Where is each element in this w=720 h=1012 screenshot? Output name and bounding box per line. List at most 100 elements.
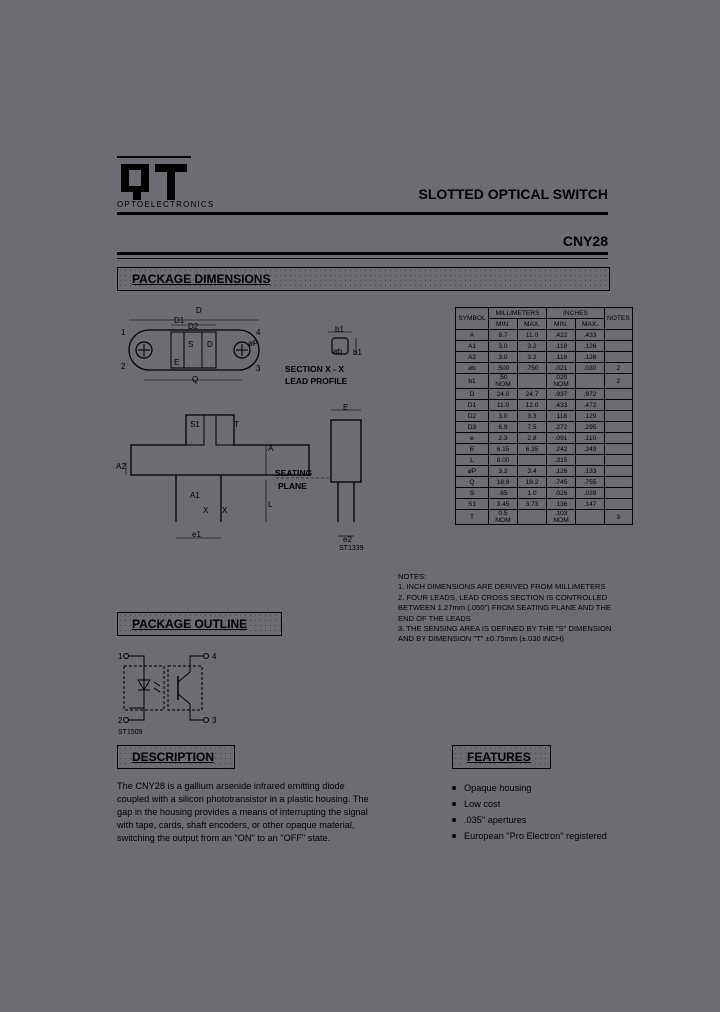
table-cell: .136 <box>546 498 576 510</box>
dim-L: L <box>268 500 273 509</box>
header-rule-thin <box>117 258 608 259</box>
table-cell: .026 <box>546 487 576 499</box>
table-cell: 2.3 <box>488 432 518 444</box>
table-cell <box>517 454 547 466</box>
table-cell: .118 <box>546 340 576 352</box>
dim-e1: e1 <box>192 530 201 539</box>
package-outline-heading: PACKAGE OUTLINE <box>117 612 282 636</box>
table-cell <box>604 351 633 363</box>
table-cell: L <box>455 454 489 466</box>
table-cell: .030 <box>575 362 605 374</box>
bullet-icon <box>452 834 456 838</box>
seating-plane-label-2: PLANE <box>278 481 307 491</box>
table-cell: D <box>455 388 489 400</box>
table-cell: b1 <box>455 373 489 389</box>
header-rule-top <box>117 212 608 215</box>
table-cell: 24.7 <box>517 388 547 400</box>
table-cell: 2 <box>604 362 633 374</box>
document-title: SLOTTED OPTICAL SWITCH <box>418 186 608 202</box>
table-cell: 3.4 <box>517 465 547 477</box>
dim-P: øP <box>248 339 259 348</box>
table-cell <box>604 388 633 400</box>
note-2: 2. FOUR LEADS, LEAD CROSS SECTION IS CON… <box>398 592 611 623</box>
table-cell: .020 NOM <box>546 373 576 389</box>
table-cell <box>575 509 605 525</box>
table-cell: 3.0 <box>488 340 518 352</box>
pin-3-label: 3 <box>256 364 261 373</box>
dim-A1: A1 <box>190 491 200 500</box>
table-cell: .242 <box>546 443 576 455</box>
schematic-pin-3: 3 <box>212 716 217 725</box>
table-cell: .745 <box>546 476 576 488</box>
dim-D-inner: D <box>207 340 213 349</box>
table-cell: S <box>455 487 489 499</box>
dim-E: E <box>174 358 180 367</box>
table-cell: .433 <box>575 329 605 341</box>
table-cell <box>604 329 633 341</box>
table-cell: .129 <box>575 410 605 422</box>
table-cell: .65 <box>488 487 518 499</box>
table-cell: 3.2 <box>488 465 518 477</box>
dim-X-right: X <box>222 506 228 515</box>
table-cell <box>604 465 633 477</box>
table-cell: 8.00 <box>488 454 518 466</box>
schematic-drawing <box>123 653 209 723</box>
table-cell <box>604 410 633 422</box>
table-cell: .295 <box>575 421 605 433</box>
dim-D2: D2 <box>188 322 199 331</box>
dim-S1: S1 <box>190 420 200 429</box>
dim-A: A <box>268 444 274 453</box>
table-cell: .039 <box>575 487 605 499</box>
table-cell: øP <box>455 465 489 477</box>
table-cell: D1 <box>455 399 489 411</box>
table-cell: e <box>455 432 489 444</box>
table-cell: .126 <box>575 351 605 363</box>
th-mm-max: MAX. <box>517 318 547 330</box>
table-cell: 3.2 <box>517 351 547 363</box>
header-rule-bottom <box>117 252 608 255</box>
table-cell: .021 <box>546 362 576 374</box>
dim-e2: e2 <box>343 535 352 544</box>
bullet-icon <box>452 802 456 806</box>
dim-Q: Q <box>192 375 199 384</box>
table-cell: 6.15 <box>488 443 518 455</box>
table-cell: øb <box>455 362 489 374</box>
table-cell: .422 <box>546 329 576 341</box>
table-cell: 11.0 <box>488 399 518 411</box>
table-cell: 3.0 <box>488 351 518 363</box>
table-cell: D2 <box>455 410 489 422</box>
dim-D: D <box>196 306 202 315</box>
table-cell: E <box>455 443 489 455</box>
th-in-min: MIN. <box>546 318 576 330</box>
top-view-drawing <box>128 319 260 381</box>
table-cell: 3.2 <box>517 340 547 352</box>
dim-S: S <box>188 340 194 349</box>
table-cell: A <box>455 329 489 341</box>
table-cell <box>575 454 605 466</box>
package-dimensions-heading: PACKAGE DIMENSIONS <box>117 267 610 291</box>
section-label: SECTION X - X <box>285 364 345 374</box>
description-title: DESCRIPTION <box>132 750 215 764</box>
th-symbol: SYMBOL <box>455 307 489 330</box>
table-cell: .110 <box>575 432 605 444</box>
table-cell: A1 <box>455 340 489 352</box>
table-cell: D3 <box>455 421 489 433</box>
table-cell: 11.0 <box>517 329 547 341</box>
package-outline-title: PACKAGE OUTLINE <box>132 617 248 631</box>
table-cell <box>517 509 547 525</box>
table-cell <box>604 421 633 433</box>
notes-heading: NOTES: <box>398 572 427 581</box>
feature-item: .035" apertures <box>452 814 622 827</box>
logo-wordmark: OPTOELECTRONICS <box>117 200 215 209</box>
features-title: FEATURES <box>467 750 531 764</box>
table-cell: .249 <box>575 443 605 455</box>
